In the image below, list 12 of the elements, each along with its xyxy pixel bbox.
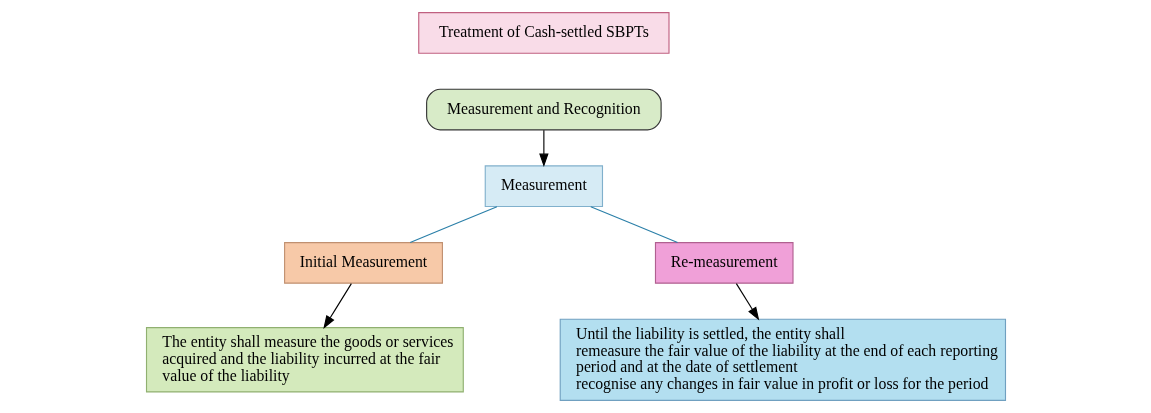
- node-box: Re-measurement: [654, 242, 794, 284]
- node-box: Initial Measurement: [283, 242, 443, 284]
- node-box: Measurement: [484, 165, 603, 208]
- node-box: Measurement and Recognition: [425, 88, 662, 131]
- connector: [409, 206, 498, 244]
- arrow: [735, 283, 759, 321]
- connector: [589, 206, 678, 244]
- node-box: The entity shall measure the goods or services acquired and the liability incurred at the fair value of the liability: [145, 327, 464, 393]
- node-box: Treatment of Cash-settled SBPTs: [417, 12, 670, 54]
- arrow: [538, 129, 549, 168]
- node-box: Until the liability is settled, the entity shall remeasure the fair value of the liability at the end of each reporting period and at the date of settlement recognise any changes in fair value in profit or loss for the period: [559, 318, 1006, 401]
- arrow: [322, 283, 352, 329]
